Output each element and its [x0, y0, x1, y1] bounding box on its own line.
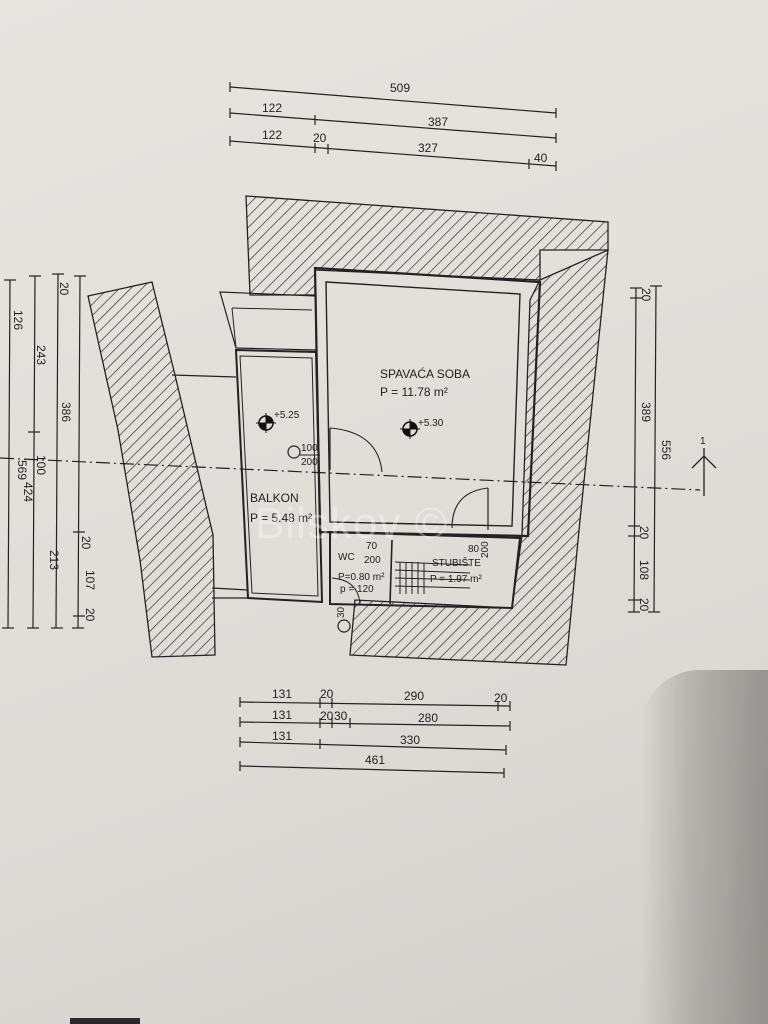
- wc-door-height: 200: [364, 555, 381, 566]
- dim-left-213: 213: [47, 550, 61, 570]
- room-bedroom-area: P = 11.78 m²: [380, 385, 448, 399]
- dim-left-569: 569: [15, 460, 29, 480]
- level-mark-bedroom: [400, 419, 420, 439]
- dim-bottom-131c: 131: [272, 729, 292, 743]
- dim-top-122a: 122: [262, 101, 282, 115]
- dim-right-20b: 20: [637, 526, 651, 540]
- dim-bottom-20a: 20: [320, 687, 334, 701]
- dim-right-389: 389: [639, 402, 653, 422]
- dim-right-108: 108: [637, 560, 651, 580]
- room-stairs-name: STUBIŠTE: [432, 556, 481, 569]
- dim-left-243: 243: [34, 345, 48, 365]
- dim-bottom-131a: 131: [272, 687, 292, 701]
- room-stairs-area: P = 1.97 m²: [430, 574, 482, 585]
- watermark: Bilskov ©: [255, 499, 448, 548]
- dim-bottom-280: 280: [418, 711, 438, 725]
- room-outlines: [171, 266, 542, 610]
- dim-bottom-290: 290: [404, 689, 424, 703]
- p-label: p = 120: [340, 584, 374, 595]
- level-bedroom: +5.30: [418, 418, 444, 429]
- dim-right-556: 556: [659, 440, 673, 460]
- door3-width: 80: [468, 544, 480, 555]
- dim-top-327: 327: [418, 141, 438, 155]
- left-dimension-lines: [2, 273, 86, 629]
- room-wc-area: P=0.80 m²: [338, 572, 385, 583]
- dim-top-509: 509: [390, 81, 410, 95]
- dim-left-20a: 20: [57, 282, 71, 296]
- door-marker-1: [287, 445, 301, 459]
- top-dimension-lines: [229, 82, 557, 171]
- dim-top-20: 20: [313, 131, 327, 145]
- dim-top-40: 40: [534, 151, 548, 165]
- section-marker-label: 1: [700, 436, 706, 447]
- dim-left-424: 424: [21, 482, 35, 502]
- room-bedroom-name: SPAVAĆA SOBA: [380, 366, 470, 381]
- dim-left-20c: 20: [83, 608, 97, 622]
- section-line: [0, 457, 701, 491]
- dim-left-386: 386: [59, 402, 73, 422]
- dim-top-122b: 122: [262, 128, 282, 142]
- dim-left-107: 107: [83, 570, 97, 590]
- dim-bottom-20b: 20: [494, 691, 508, 705]
- dim-bottom-131b: 131: [272, 708, 292, 722]
- dim-left-20b: 20: [79, 536, 93, 550]
- shadow: [640, 670, 768, 1024]
- door1-height: 200: [301, 457, 318, 468]
- section-marker: [691, 448, 717, 496]
- dim-bottom-330: 330: [400, 733, 420, 747]
- level-mark-balcony: [256, 413, 276, 433]
- dim-top-387: 387: [428, 115, 448, 129]
- dim-right-20c: 20: [637, 598, 651, 612]
- room-balcony-name: BALKON: [250, 491, 299, 505]
- level-balcony: +5.25: [274, 410, 300, 421]
- dim-bottom-30: 30: [334, 709, 348, 723]
- door1-width: 100: [301, 443, 318, 454]
- room-wc-name: WC: [338, 552, 355, 563]
- dim-left-126: 126: [11, 310, 25, 330]
- door-marker-2: [337, 619, 351, 633]
- room-balcony-area: P = 5.48 m²: [250, 511, 312, 525]
- door3-height: 200: [480, 541, 491, 558]
- wc-vertical-dim: 30: [336, 606, 347, 618]
- bottom-strip: [70, 1018, 140, 1024]
- dim-bottom-461: 461: [365, 753, 385, 767]
- dim-bottom-20c: 20: [320, 709, 334, 723]
- dim-right-20a: 20: [639, 288, 653, 302]
- right-dimension-lines: [628, 285, 662, 613]
- wc-door-width: 70: [366, 541, 378, 552]
- bottom-dimension-lines: [239, 697, 511, 778]
- dim-left-100: 100: [34, 455, 48, 475]
